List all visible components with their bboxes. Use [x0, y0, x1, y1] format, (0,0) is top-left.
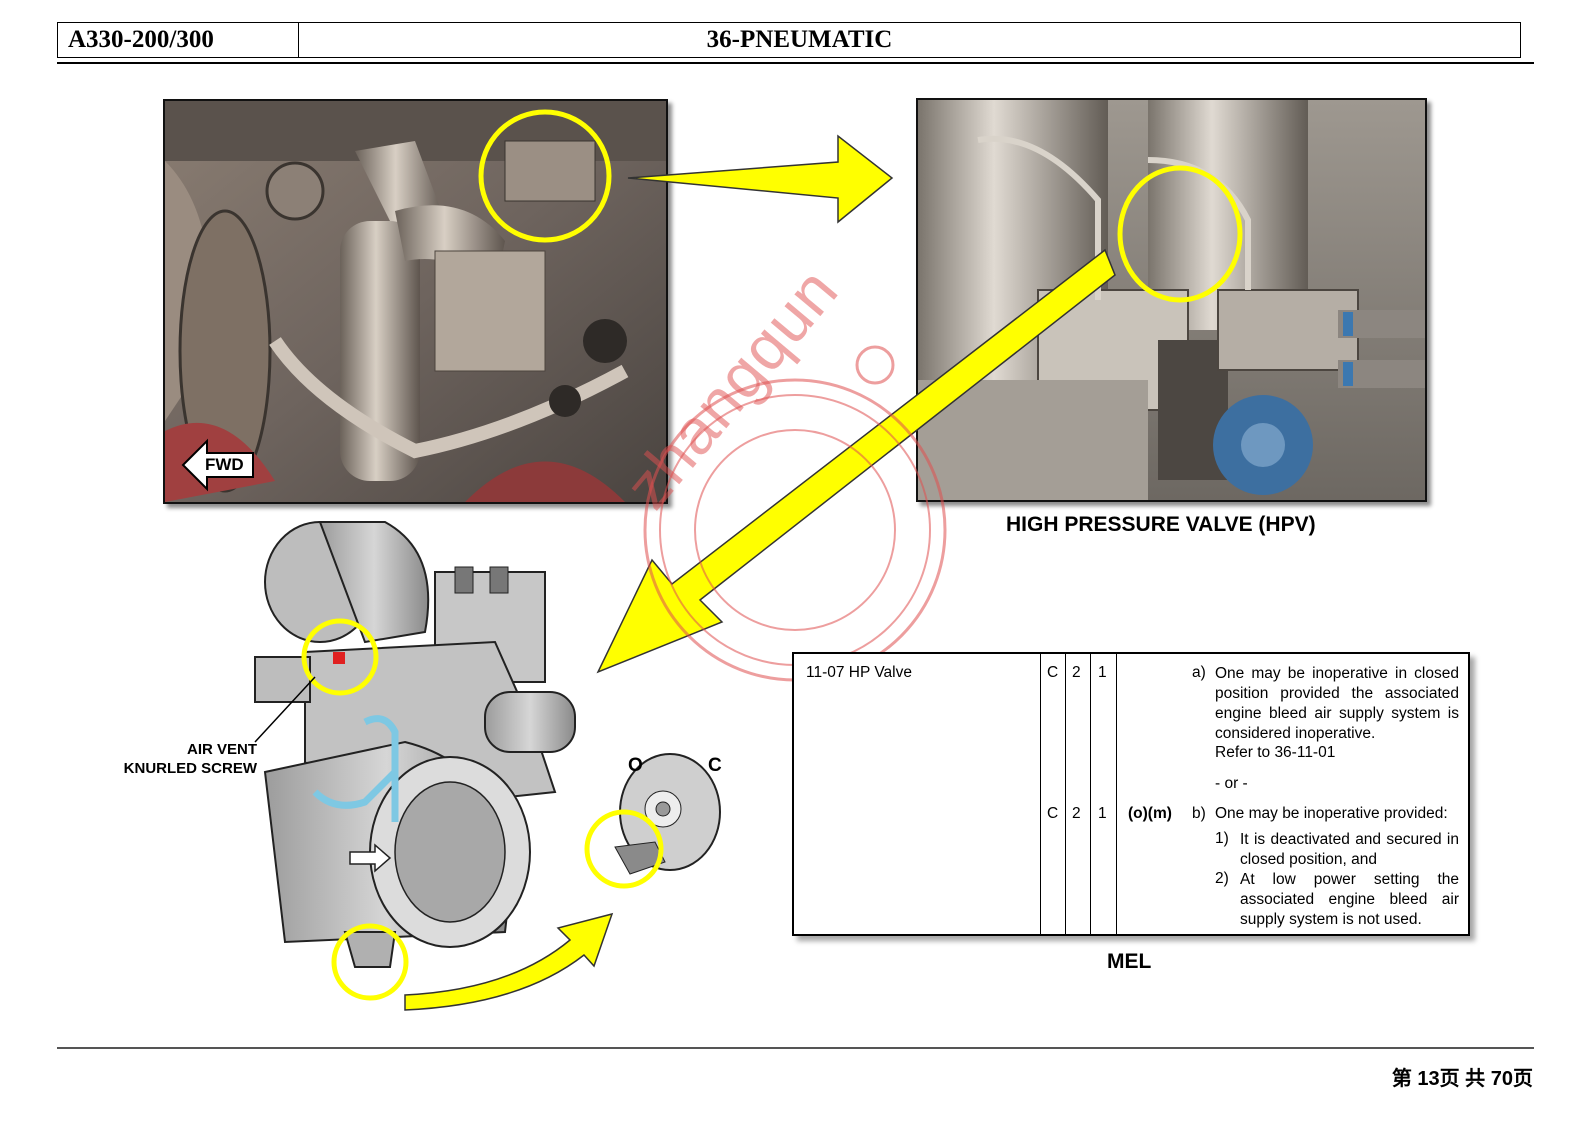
mel-sub2-number: 2)	[1215, 870, 1229, 887]
mel-row1-category: C	[1047, 664, 1059, 681]
engine-photo-left: FWD	[163, 99, 668, 504]
engine-photo-right	[916, 98, 1427, 502]
mel-item: 11-07 HP Valve	[806, 664, 912, 681]
mel-sub1-number: 1)	[1215, 830, 1229, 847]
mel-row2-text: One may be inoperative provided:	[1215, 805, 1448, 822]
mel-row1-installed: 2	[1072, 664, 1081, 681]
mel-row1-text: One may be inoperative in closed positio…	[1215, 665, 1459, 742]
page-header: A330-200/300 36-PNEUMATIC	[57, 22, 1521, 58]
closed-label: C	[708, 755, 722, 776]
mel-row1-letter: a)	[1192, 664, 1206, 681]
arrow-to-hpv-photo	[627, 134, 894, 224]
mel-caption: MEL	[1107, 950, 1152, 973]
mel-row2-category: C	[1047, 805, 1059, 822]
mel-row1-required: 1	[1098, 664, 1107, 681]
hpv-caption: HIGH PRESSURE VALVE (HPV)	[1006, 513, 1316, 536]
mel-sub1-text: It is deactivated and secured in closed …	[1240, 831, 1459, 868]
mel-row2-remarks-code: (o)(m)	[1128, 805, 1172, 822]
page-number: 第 13页 共 70页	[1391, 1068, 1533, 1090]
mel-row1-ref: Refer to 36-11-01	[1215, 744, 1336, 761]
hpv-valve-diagram	[254, 521, 721, 1001]
mel-row2-installed: 2	[1072, 805, 1081, 822]
air-vent-label-line2: KNURLED SCREW	[123, 760, 257, 777]
aircraft-model: A330-200/300	[58, 23, 299, 57]
air-vent-label-line1: AIR VENT	[186, 741, 257, 758]
mel-sub2-text: At low power setting the associated engi…	[1240, 871, 1459, 928]
fwd-arrow-icon	[181, 438, 254, 492]
arrow-to-rotor-detail	[404, 912, 614, 1011]
mel-row2-required: 1	[1098, 805, 1107, 822]
footer-divider	[57, 1047, 1534, 1049]
mel-row2-letter: b)	[1192, 805, 1206, 822]
fwd-label: FWD	[205, 455, 244, 474]
air-vent-label: AIR VENT KNURLED SCREW	[92, 740, 257, 778]
header-underline	[57, 62, 1534, 64]
mel-table: 11-07 HP Valve C 2 1 a) One may be inope…	[792, 652, 1470, 936]
open-label: O	[628, 755, 643, 776]
mel-or: - or -	[1215, 775, 1248, 792]
chapter-title: 36-PNEUMATIC	[706, 26, 893, 53]
